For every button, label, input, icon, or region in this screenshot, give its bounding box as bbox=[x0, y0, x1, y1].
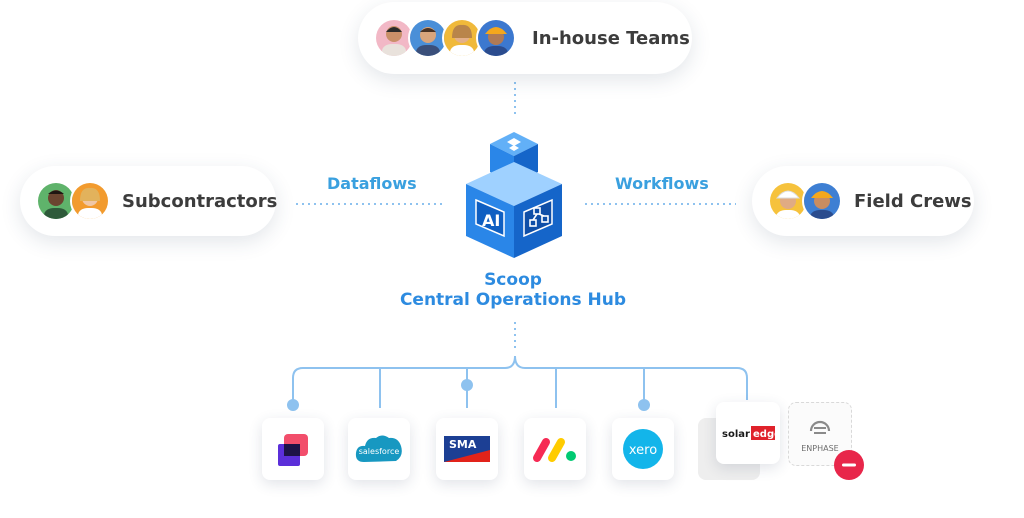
sma-text: SMA bbox=[449, 438, 477, 451]
scoop-logo-icon bbox=[507, 138, 521, 151]
integration-tile-solaredge[interactable]: solar edge bbox=[716, 402, 780, 464]
salesforce-cloud-icon: salesforce bbox=[355, 435, 402, 462]
in-house-teams-avatars bbox=[374, 18, 516, 58]
integration-tile-sma[interactable]: SMA bbox=[436, 418, 498, 480]
integration-node-dot bbox=[287, 399, 299, 411]
sma-logo-icon: SMA bbox=[444, 436, 490, 462]
integration-node-dot bbox=[638, 399, 650, 411]
enphase-text: ENPHASE bbox=[801, 444, 838, 453]
avatar bbox=[70, 181, 110, 221]
subcontractors-avatars bbox=[36, 181, 110, 221]
monday-logo-icon bbox=[533, 438, 576, 462]
salesforce-text: salesforce bbox=[359, 447, 400, 456]
integration-node-dot bbox=[461, 379, 473, 391]
integration-tile-salesforce[interactable]: salesforce bbox=[348, 418, 410, 480]
xero-text: xero bbox=[629, 443, 657, 458]
integration-tile-xero[interactable]: xero bbox=[612, 418, 674, 480]
solaredge-logo-icon: solar edge bbox=[722, 426, 776, 440]
in-house-teams-pill[interactable]: In-house Teams bbox=[358, 2, 692, 74]
in-house-teams-label: In-house Teams bbox=[532, 27, 690, 49]
scoop-hub-cube-icon[interactable]: AI bbox=[462, 128, 566, 260]
avatar bbox=[802, 181, 842, 221]
workflow-nodes-icon bbox=[529, 207, 549, 227]
avatar bbox=[442, 18, 482, 58]
remove-icon[interactable] bbox=[832, 448, 866, 482]
field-crews-avatars bbox=[768, 181, 842, 221]
workflows-label: Workflows bbox=[615, 174, 709, 193]
subcontractors-label: Subcontractors bbox=[122, 190, 278, 212]
field-crews-pill[interactable]: Field Crews bbox=[752, 166, 974, 236]
field-crews-label: Field Crews bbox=[854, 190, 972, 212]
avatar bbox=[768, 181, 808, 221]
solaredge-text-b: edge bbox=[753, 429, 776, 440]
integration-tile-stacked-squares[interactable] bbox=[262, 418, 324, 480]
dataflows-label: Dataflows bbox=[327, 174, 417, 193]
hub-name: Scoop bbox=[484, 270, 542, 290]
ai-badge: AI bbox=[482, 211, 500, 230]
solaredge-text-a: solar bbox=[722, 429, 750, 440]
xero-logo-icon: xero bbox=[623, 429, 663, 469]
subcontractors-pill[interactable]: Subcontractors bbox=[20, 166, 278, 236]
avatar bbox=[476, 18, 516, 58]
stacked-squares-logo-icon bbox=[278, 434, 308, 466]
hub-subtitle: Central Operations Hub bbox=[399, 290, 627, 310]
integration-tree-trunk bbox=[292, 355, 748, 400]
enphase-logo-icon: ENPHASE bbox=[801, 420, 839, 453]
integration-tile-monday[interactable] bbox=[524, 418, 586, 480]
